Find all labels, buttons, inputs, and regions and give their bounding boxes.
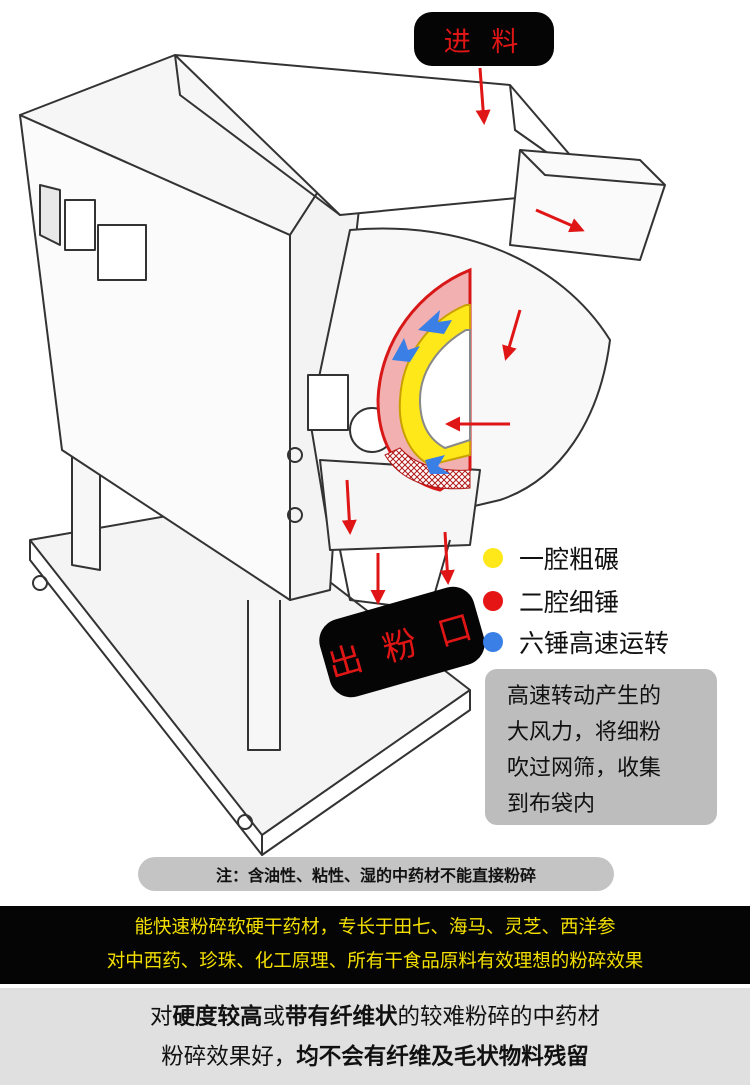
legend-text: 六锤高速运转: [519, 629, 670, 658]
info-line: 到布袋内: [507, 792, 596, 817]
legend-text: 一腔粗碾: [519, 545, 620, 574]
feed-inlet-text: 进 料: [443, 26, 525, 58]
yellow-dot-icon: [483, 548, 503, 568]
summary-text: 的较难粉碎的中药材: [397, 1003, 601, 1030]
feature-line-2: 对中西药、珍珠、化工原理、所有干食品原料有效理想的粉碎效果: [106, 951, 644, 972]
feature-line-1: 能快速粉碎软硬干药材，专长于田七、海马、灵芝、西洋参: [134, 917, 616, 938]
red-dot-icon: [483, 591, 503, 611]
summary-line-2: 粉碎效果好，均不会有纤维及毛状物料残留: [0, 1037, 750, 1077]
summary-text: 粉碎效果好，: [161, 1043, 297, 1070]
blue-dot-icon: [483, 632, 503, 652]
airflow-info-box: 高速转动产生的 大风力，将细粉 吹过网筛，收集 到布袋内: [485, 669, 717, 825]
info-line: 高速转动产生的: [507, 684, 662, 709]
feed-inlet-label: 进 料: [414, 12, 554, 66]
summary-text: 对: [149, 1003, 173, 1030]
summary-bold-text: 带有纤维状: [285, 1003, 398, 1030]
info-line: 吹过网筛，收集: [507, 756, 662, 781]
legend-item-fine-hammer: 二腔细锤: [483, 583, 619, 619]
legend-item-six-hammers: 六锤高速运转: [483, 624, 669, 660]
feature-band: 能快速粉碎软硬干药材，专长于田七、海马、灵芝、西洋参 对中西药、珍珠、化工原理、…: [0, 906, 750, 984]
legend-item-coarse-grind: 一腔粗碾: [483, 540, 619, 576]
summary-band: 对硬度较高或带有纤维状的较难粉碎的中药材 粉碎效果好，均不会有纤维及毛状物料残留: [0, 988, 750, 1085]
summary-bold-text: 均不会有纤维及毛状物料残留: [296, 1043, 589, 1070]
summary-bold-text: 硬度较高: [172, 1003, 263, 1030]
summary-line-1: 对硬度较高或带有纤维状的较难粉碎的中药材: [0, 997, 750, 1037]
summary-text: 或: [262, 1003, 285, 1030]
grinder-machine-illustration: [19, 54, 666, 856]
legend-text: 二腔细锤: [519, 588, 620, 617]
info-line: 大风力，将细粉: [507, 720, 662, 745]
caution-note: 注：含油性、粘性、湿的中药材不能直接粉碎: [138, 857, 614, 891]
caution-note-text: 注：含油性、粘性、湿的中药材不能直接粉碎: [215, 866, 536, 885]
